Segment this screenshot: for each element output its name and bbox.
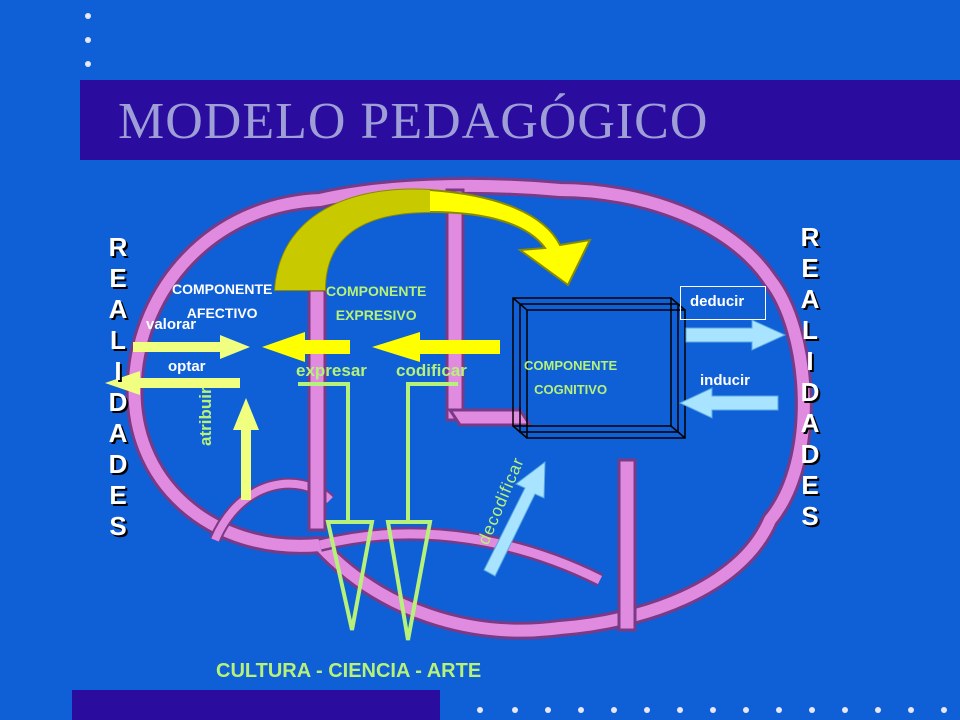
arrow-expresar [262, 332, 350, 362]
bullet-dot [512, 707, 518, 713]
bullet-dot [809, 707, 815, 713]
bullet-dot [908, 707, 914, 713]
bullet-dot [743, 707, 749, 713]
componente-afectivo-label: COMPONENTE AFECTIVO [172, 281, 273, 321]
funnel-lines [298, 382, 458, 641]
bullet-dot [776, 707, 782, 713]
verb-expresar: expresar [296, 361, 367, 380]
verb-valorar: valorar [146, 316, 197, 333]
curved-arrow [273, 188, 592, 291]
footer-label: CULTURA - CIENCIA - ARTE [216, 660, 482, 682]
arrow-valorar [133, 335, 250, 359]
realidades-right: R E A L I D A D E S [800, 222, 820, 531]
bullet-dot [710, 707, 716, 713]
bullet-dot [545, 707, 551, 713]
componente-cognitivo-label: COMPONENTE COGNITIVO [524, 358, 618, 397]
arrow-inducir [678, 387, 779, 419]
verb-optar: optar [168, 358, 206, 375]
componente-expresivo-label: COMPONENTE EXPRESIVO [326, 283, 427, 323]
bullet-dot [644, 707, 650, 713]
bullet-dot [677, 707, 683, 713]
bullet-dot [941, 707, 947, 713]
bottom-band [72, 690, 440, 720]
page-title: MODELO PEDAGÓGICO [118, 93, 709, 150]
brain-bars [307, 188, 637, 632]
arrow-codificar [372, 332, 500, 362]
bullet-dot [85, 13, 91, 19]
arrow-deducir [685, 319, 787, 351]
bullet-dot [85, 61, 91, 67]
realidades-left: R E A L I D A D E S [108, 232, 128, 541]
verb-deducir: deducir [690, 293, 745, 310]
bullet-dot [875, 707, 881, 713]
deducir-box [680, 286, 766, 320]
arrow-atribuir [233, 398, 259, 500]
bullet-dot [85, 37, 91, 43]
title-band [80, 80, 960, 160]
verb-codificar: codificar [396, 361, 467, 380]
verb-inducir: inducir [700, 372, 751, 389]
bullet-dot [842, 707, 848, 713]
arrow-optar [105, 371, 240, 395]
cognitive-cube [512, 297, 686, 439]
bullet-dot [611, 707, 617, 713]
bullet-dot [578, 707, 584, 713]
brain-outline [125, 176, 813, 640]
bullet-dot [477, 707, 483, 713]
arrow-decodificar [483, 460, 546, 577]
